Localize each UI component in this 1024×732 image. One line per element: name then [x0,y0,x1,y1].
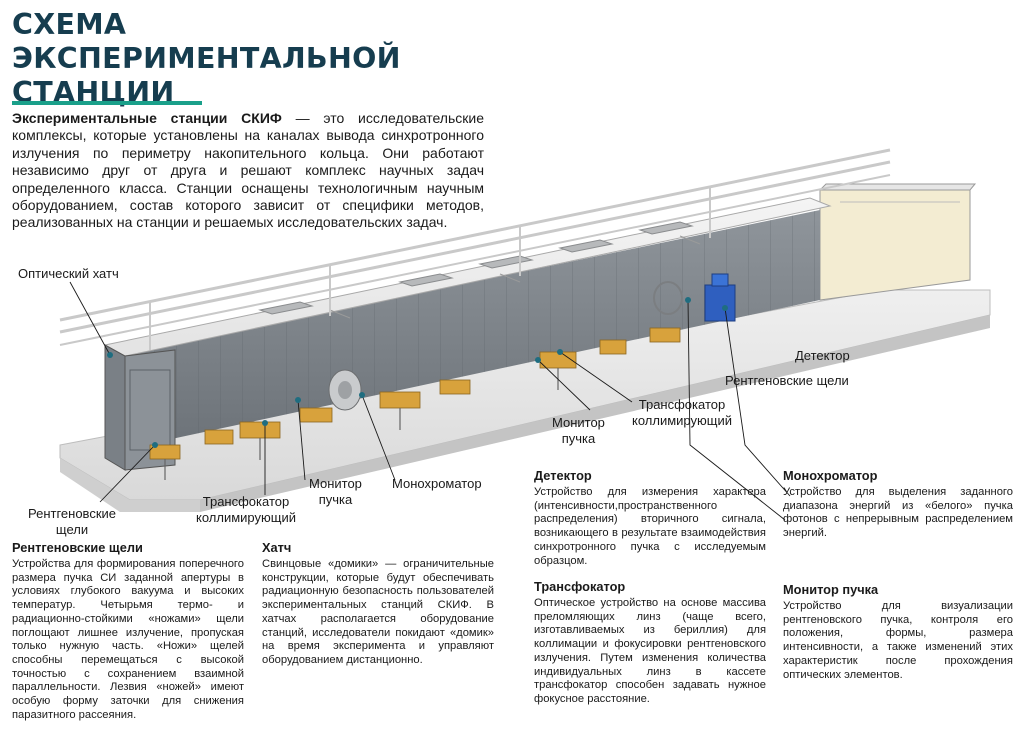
intro-text: — это исследовательские комплексы, котор… [12,110,485,231]
intro-paragraph: Экспериментальные станции СКИФ — это исс… [12,110,484,232]
section-beam-monitor: Монитор пучка Устройство для визуализаци… [783,582,1013,682]
callout-transfocator-right: Трансфокатор коллимирующий [632,397,732,428]
callout-leaders [69,281,791,521]
callout-xray-slits-right: Рентгеновские щели [725,373,849,388]
floor-slab [59,289,991,512]
section-title: Монохроматор [783,468,878,483]
section-title: Трансфокатор [534,579,626,594]
title-accent-rule [12,101,202,105]
callout-dots [107,297,728,448]
optical-hutch-gate [104,344,176,471]
annex-room [818,183,977,301]
callout-optical-hutch: Оптический хатч [18,266,119,281]
callout-detector: Детектор [795,348,850,363]
section-transfocator: Трансфокатор Оптическое устройство на ос… [534,579,766,707]
beamline-equipment [149,327,681,460]
section-text: Устройство для измерения характера (инте… [534,486,766,567]
callout-transfocator-left: Трансфокатор коллимирующий [196,494,296,525]
section-title: Монитор пучка [783,582,879,597]
section-detector: Детектор Устройство для измерения характ… [534,468,766,568]
section-text: Устройство для выделения заданного диапа… [783,486,1013,540]
section-monochromator: Монохроматор Устройство для выделения за… [783,468,1013,541]
section-title: Детектор [534,468,592,483]
cable-trays [59,148,891,350]
station-illustration [59,148,991,521]
callout-monitor-right: Монитор пучка [552,415,605,446]
callout-monitor-left: Монитор пучка [309,476,362,507]
section-text: Оптическое устройство на основе массива … [534,597,766,705]
callout-monochromator: Монохроматор [392,476,482,491]
callout-xray-slits-left: Рентгеновские щели [28,506,116,537]
section-title: Рентгеновские щели [12,540,143,555]
section-text: Устройство для визуализации рентгеновско… [783,600,1013,681]
section-text: Свинцовые «домики» — ограничительные кон… [262,558,494,666]
detector-unit [653,273,736,322]
hutch-back-wall [120,210,820,450]
section-title: Хатч [262,540,292,555]
intro-lead: Экспериментальные станции СКИФ [12,110,282,126]
section-text: Устройства для формирования поперечного … [12,558,244,721]
section-hutch: Хатч Свинцовые «домики» — ограничительны… [262,540,494,668]
page-title: СХЕМА ЭКСПЕРИМЕНТАЛЬНОЙ СТАНЦИИ [12,8,401,109]
section-xray-slits: Рентгеновские щели Устройства для формир… [12,540,244,722]
monochromator-drum [328,369,362,411]
